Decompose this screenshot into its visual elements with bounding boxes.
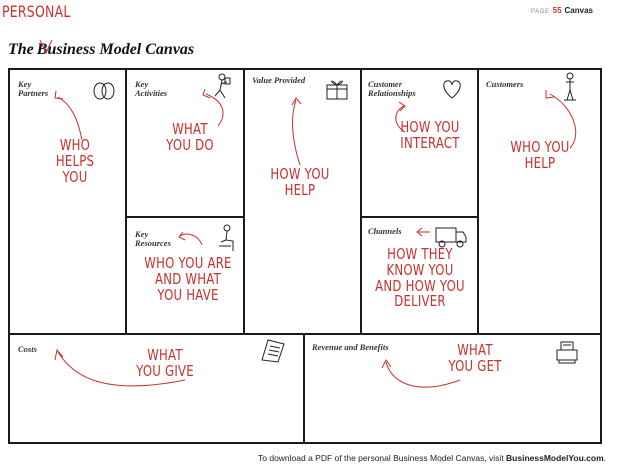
divider-h-mid-right [360, 216, 478, 218]
receipt-icon [261, 339, 285, 363]
note-revenue: WHAT YOU GET [448, 341, 502, 375]
person-standing-icon [564, 72, 576, 101]
note-value-provided: HOW YOU HELP [270, 165, 330, 199]
divider-v2 [243, 69, 245, 334]
divider-h-mid-left [125, 216, 244, 218]
page-number: 55 [552, 6, 562, 15]
divider-v1 [125, 69, 127, 334]
chain-links-icon [93, 82, 115, 100]
arrow-relationships-head [398, 101, 406, 112]
arrow-customers [549, 93, 577, 149]
note-customer-relationships: HOW YOU INTERACT [400, 118, 460, 152]
cash-register-icon [556, 341, 578, 364]
arrow-costs [57, 351, 186, 387]
title-rest: Business Model Canvas [36, 41, 195, 58]
arrow-relationships [395, 105, 406, 133]
label-costs: Costs [18, 344, 37, 354]
divider-h-bottom [9, 333, 601, 335]
footer-note: To download a PDF of the personal Busine… [258, 453, 606, 463]
gift-box-icon [326, 80, 348, 100]
title-annotation: PERSONAL [2, 2, 71, 21]
label-customers: Customers [486, 79, 524, 89]
note-key-activities: WHAT YOU DO [166, 120, 214, 154]
arrow-resources-head [178, 231, 186, 241]
canvas-frame [8, 68, 602, 444]
divider-v4 [477, 69, 479, 334]
worker-icon [214, 73, 231, 99]
arrow-activities-head [202, 88, 211, 99]
arrow-costs-head [54, 348, 64, 361]
label-customer-relationships: Customer Relationships [368, 79, 416, 99]
note-key-resources: WHO YOU ARE AND WHAT YOU HAVE [144, 254, 232, 304]
title-caret [39, 39, 53, 55]
page-header: PAGE 55 Canvas [531, 6, 593, 15]
divider-v3 [360, 69, 362, 334]
page-label: PAGE [530, 9, 550, 15]
arrow-customers-head [545, 90, 555, 99]
note-costs: WHAT YOU GIVE [136, 346, 194, 380]
arrow-partners [57, 96, 83, 141]
arrow-resources [179, 233, 203, 246]
note-customers: WHO YOU HELP [510, 138, 570, 172]
delivery-truck-icon [435, 227, 467, 248]
note-key-partners: WHO HELPS YOU [55, 136, 95, 186]
arrow-channels-head [416, 227, 423, 237]
note-channels: HOW THEY KNOW YOU AND HOW YOU DELIVER [375, 245, 465, 311]
arrow-revenue-head [381, 359, 392, 369]
arrow-value-head [291, 97, 302, 106]
footer-link[interactable]: BusinessModelYou.com [506, 453, 604, 463]
person-sitting-icon [219, 224, 234, 251]
arrow-activities [205, 93, 224, 127]
label-key-partners: Key Partners [18, 79, 49, 99]
label-key-resources: Key Resources [135, 229, 171, 249]
title-the: The [8, 41, 34, 58]
label-revenue: Revenue and Benefits [312, 342, 389, 352]
arrow-revenue [385, 361, 461, 388]
section-name: Canvas [564, 6, 593, 15]
label-key-activities: Key Activities [135, 79, 168, 99]
heart-icon [443, 80, 461, 99]
arrow-value [292, 99, 301, 166]
footer-text: To download a PDF of the personal Busine… [258, 453, 507, 463]
divider-v-bottom [303, 333, 305, 443]
label-channels: Channels [368, 226, 402, 236]
arrow-partners-head [54, 90, 64, 100]
footer-end: . [603, 453, 607, 463]
label-value-provided: Value Provided [252, 75, 306, 85]
